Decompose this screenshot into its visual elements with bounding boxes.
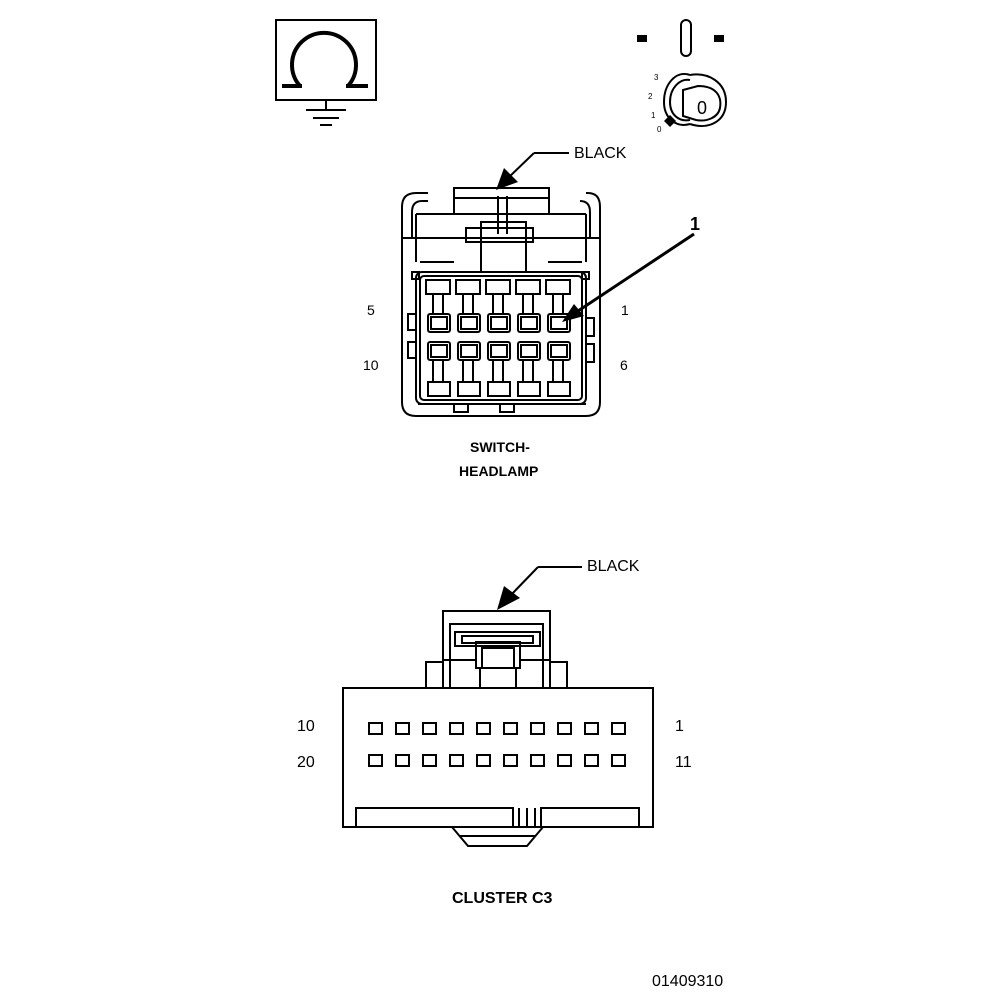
cluster-pin-label-bottom-left: 20 — [297, 754, 315, 771]
ignition-key-icon — [637, 19, 728, 127]
headlamp-title-line2: HEADLAMP — [459, 463, 539, 479]
ignition-position-1: 1 — [651, 111, 656, 120]
headlamp-pin-label-bottom-left: 10 — [363, 357, 379, 373]
headlamp-pin-label-bottom-right: 6 — [620, 357, 628, 373]
cluster-color-label: BLACK — [587, 558, 640, 575]
headlamp-title-line1: SWITCH- — [470, 439, 530, 455]
figure-number: 01409310 — [652, 973, 724, 990]
cluster-pin-label-top-right: 1 — [675, 718, 684, 735]
ground-icon — [275, 19, 377, 126]
ignition-position-2: 2 — [648, 92, 653, 101]
key-label: 0 — [697, 98, 707, 118]
callout-number: 1 — [690, 214, 701, 234]
cluster-pin-label-bottom-right: 11 — [675, 754, 692, 771]
headlamp-color-label: BLACK — [574, 145, 627, 162]
headlamp-terminals — [425, 279, 571, 397]
headlamp-switch-connector — [401, 152, 695, 417]
cluster-c3-pins — [368, 722, 626, 767]
ignition-position-3: 3 — [654, 73, 659, 82]
cluster-c3-connector — [342, 566, 654, 847]
cluster-pin-label-top-left: 10 — [297, 718, 315, 735]
ignition-position-0: 0 — [657, 125, 662, 134]
cluster-title: CLUSTER C3 — [452, 890, 553, 907]
headlamp-pin-label-top-right: 1 — [621, 302, 629, 318]
headlamp-pin-label-top-left: 5 — [367, 302, 375, 318]
